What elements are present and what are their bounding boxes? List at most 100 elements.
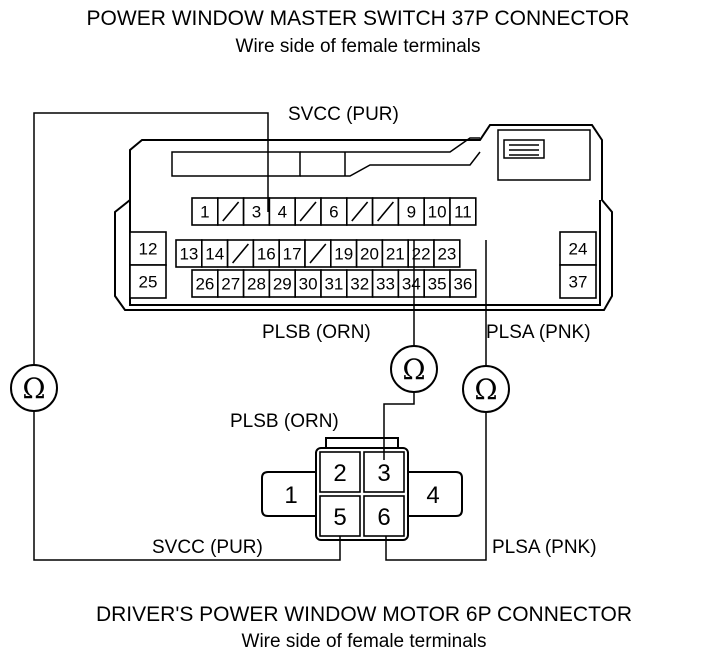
- connector-37p-latch-ramp: [300, 137, 481, 177]
- terminal-37p: 30: [294, 269, 322, 298]
- terminal-37p-cell: [397, 269, 425, 298]
- terminal-37p-empty-slash: [376, 201, 395, 222]
- top-connector-title: POWER WINDOW MASTER SWITCH 37P CONNECTOR: [87, 7, 630, 30]
- ohmmeter-svcc: Ω: [10, 364, 58, 412]
- terminal-37p-number: 28: [247, 275, 266, 294]
- terminal-37p-number: 4: [278, 203, 287, 222]
- terminal-37p-empty-slash: [231, 243, 250, 264]
- terminal-37p-cell: [242, 269, 271, 298]
- svcc-label-top: SVCC (PUR): [288, 104, 399, 125]
- terminal-37p-number: 27: [221, 275, 240, 294]
- terminal-37p-number: 35: [428, 275, 447, 294]
- terminal-37p-cell: [268, 269, 296, 298]
- terminal-6p: 2: [319, 451, 361, 493]
- svcc-wire: [33, 112, 341, 561]
- top-connector-subtitle: Wire side of female terminals: [236, 36, 481, 57]
- terminal-6p-number: 6: [377, 504, 390, 531]
- connector-6p-top-latch: [325, 437, 399, 448]
- terminal-37p-cell: [381, 239, 409, 268]
- terminal-6p-number: 5: [333, 504, 346, 531]
- terminal-37p-cell: [252, 239, 280, 268]
- terminal-37p: 1: [191, 197, 219, 226]
- terminal-37p: [345, 197, 374, 226]
- terminal-37p-side-number: 12: [139, 240, 158, 259]
- plsb-label-top: PLSB (ORN): [262, 322, 371, 343]
- ohm-symbol: Ω: [22, 372, 45, 405]
- terminal-37p: 28: [242, 269, 271, 298]
- terminal-37p: 31: [320, 269, 348, 298]
- terminal-37p-cell: [191, 197, 219, 226]
- terminal-37p-number: 3: [252, 203, 261, 222]
- terminal-37p: 6: [320, 197, 348, 226]
- terminal-37p-number: 22: [412, 245, 431, 264]
- terminal-37p-side: 12: [129, 231, 167, 266]
- terminal-37p: 29: [268, 269, 296, 298]
- terminal-37p: [217, 197, 245, 226]
- terminal-37p: 9: [397, 197, 425, 226]
- terminal-37p-empty-slash: [351, 201, 369, 222]
- connector-37p-lock-tab: [503, 139, 545, 159]
- terminal-37p-cell: [449, 197, 477, 226]
- terminal-37p: 35: [423, 269, 451, 298]
- terminal-37p-number: 10: [428, 203, 447, 222]
- terminal-37p: 19: [329, 239, 358, 268]
- terminal-37p-side: 24: [559, 231, 597, 266]
- terminal-37p: 16: [252, 239, 280, 268]
- terminal-37p-side-cell: [129, 264, 167, 299]
- terminal-6p-cell: [319, 495, 361, 537]
- ohm-meter-icon: [390, 345, 438, 393]
- connector-37p-latch-channel: [171, 151, 301, 177]
- terminal-37p: [226, 239, 255, 268]
- connector-37p-housing: [114, 124, 613, 311]
- terminal-37p: 10: [423, 197, 451, 226]
- terminal-37p: 17: [278, 239, 306, 268]
- terminal-37p-cell: [449, 269, 477, 298]
- terminal-37p-number: 1: [200, 203, 209, 222]
- terminal-37p-number: 13: [179, 245, 198, 264]
- terminal-37p-number: 33: [376, 275, 395, 294]
- terminal-37p-number: 23: [437, 245, 456, 264]
- terminal-37p-number: 36: [453, 275, 472, 294]
- connector-6p-left-ear: [261, 471, 316, 517]
- terminal-37p-side-cell: [129, 231, 167, 266]
- terminal-37p-side: 37: [559, 264, 597, 299]
- terminal-6p-number: 1: [284, 482, 297, 509]
- ohmmeter-plsb: Ω: [390, 345, 438, 393]
- terminal-37p-side: 25: [129, 264, 167, 299]
- connector-37p-lock-ridges: [509, 144, 539, 156]
- ohmmeter-plsa: Ω: [462, 365, 510, 413]
- terminal-37p-number: 9: [407, 203, 416, 222]
- ohm-symbol: Ω: [474, 373, 497, 406]
- terminal-37p-cell: [407, 239, 435, 268]
- terminal-37p: 13: [175, 239, 203, 268]
- terminal-37p-number: 6: [329, 203, 338, 222]
- terminal-37p: 20: [355, 239, 384, 268]
- terminal-37p-empty-slash: [309, 243, 327, 264]
- bottom-connector-title: DRIVER'S POWER WINDOW MOTOR 6P CONNECTOR: [96, 603, 632, 626]
- terminal-37p-number: 34: [402, 275, 421, 294]
- terminal-37p-number: 17: [283, 245, 302, 264]
- terminal-37p-cell: [345, 269, 374, 298]
- terminal-37p-cell: [423, 269, 451, 298]
- terminal-37p: 23: [433, 239, 461, 268]
- terminal-37p: 34: [397, 269, 425, 298]
- terminal-6p: 6: [363, 495, 405, 537]
- terminal-6p-cell: [319, 451, 361, 493]
- plsb-wire: [383, 240, 415, 460]
- terminal-37p: 22: [407, 239, 435, 268]
- terminal-37p-number: 19: [334, 245, 353, 264]
- terminal-37p-empty-slash: [299, 201, 317, 222]
- plsa-label-bottom: PLSA (PNK): [492, 537, 597, 558]
- terminal-37p-side-number: 37: [569, 273, 588, 292]
- terminal-37p: 36: [449, 269, 477, 298]
- terminal-37p-cell: [201, 239, 229, 268]
- terminal-37p-cell: [175, 239, 203, 268]
- terminal-37p-number: 32: [350, 275, 369, 294]
- bottom-connector-subtitle: Wire side of female terminals: [242, 631, 487, 652]
- terminal-37p-number: 14: [205, 245, 224, 264]
- ohm-symbol: Ω: [402, 353, 425, 386]
- terminal-6p-number: 2: [333, 460, 346, 487]
